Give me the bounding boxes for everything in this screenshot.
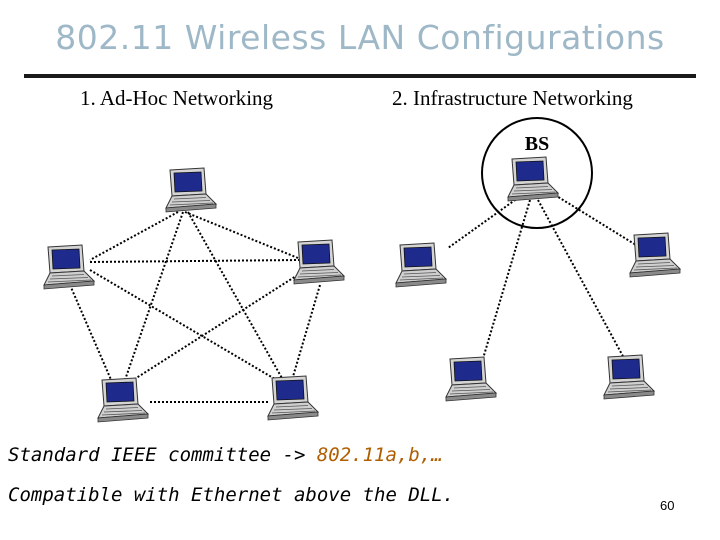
- base-station-label: BS: [525, 133, 549, 155]
- title-divider: [24, 74, 696, 78]
- laptop-icon: [603, 354, 655, 400]
- adhoc-link: [184, 211, 299, 259]
- infrastructure-heading: 2. Infrastructure Networking: [392, 86, 633, 110]
- bullet-standard-text: Standard IEEE committee ->: [8, 444, 317, 466]
- slide-title: 802.11 Wireless LAN Configurations: [55, 18, 665, 57]
- adhoc-link: [69, 284, 113, 383]
- adhoc-link: [129, 261, 319, 383]
- infra-link: [447, 194, 523, 249]
- adhoc-link: [89, 259, 301, 263]
- laptop-icon: [165, 167, 217, 213]
- adhoc-link: [89, 211, 179, 261]
- bullet-standard: Standard IEEE committee -> 802.11a,b,…: [8, 444, 443, 466]
- bullet-standard-accent: 802.11a,b,…: [316, 444, 443, 466]
- adhoc-link: [124, 211, 184, 381]
- adhoc-link: [291, 284, 321, 381]
- base-station-range: [481, 117, 593, 229]
- laptop-icon: [293, 239, 345, 285]
- laptop-icon: [43, 244, 95, 290]
- adhoc-link: [89, 269, 281, 383]
- adhoc-link: [187, 211, 284, 381]
- bullet-compatibility: Compatible with Ethernet above the DLL.: [8, 484, 455, 506]
- infra-link: [537, 199, 626, 361]
- page-number: 60: [660, 498, 675, 513]
- laptop-icon: [445, 356, 497, 402]
- infra-link: [481, 199, 531, 363]
- laptop-icon: [507, 156, 559, 202]
- laptop-icon: [395, 242, 447, 288]
- laptop-icon: [629, 232, 681, 278]
- laptop-icon: [267, 375, 319, 421]
- adhoc-heading: 1. Ad-Hoc Networking: [80, 86, 274, 110]
- laptop-icon: [97, 377, 149, 423]
